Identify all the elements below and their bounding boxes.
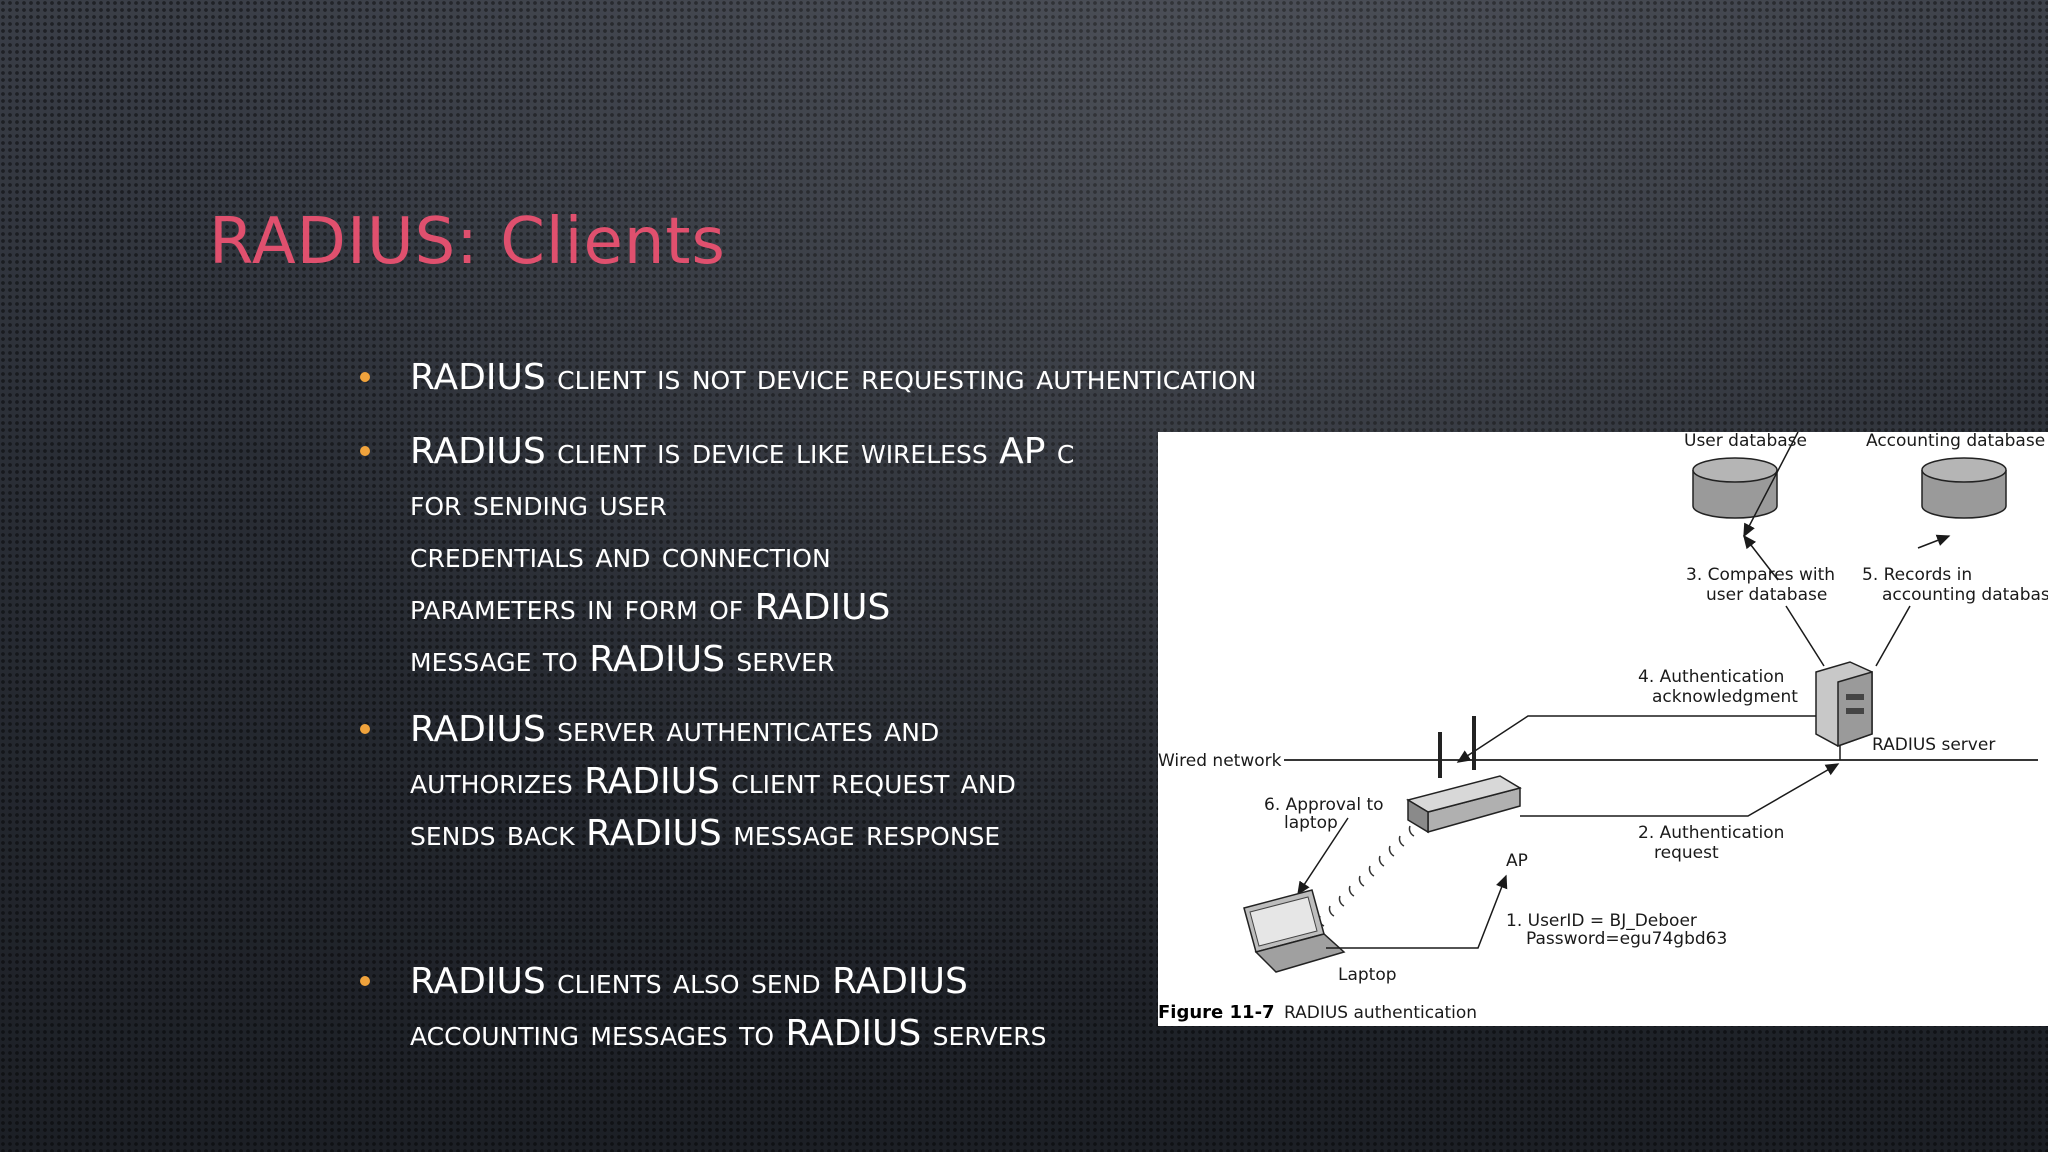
radius-server-label: RADIUS server xyxy=(1872,735,1995,755)
figure-caption-number: Figure 11-7 xyxy=(1158,1002,1275,1023)
radius-figure: User database Accounting database 3. Com… xyxy=(1158,432,2048,1026)
accounting-database-label: Accounting database xyxy=(1866,432,2045,451)
bullet-dot-icon xyxy=(360,976,370,986)
bullet-dot-icon xyxy=(360,372,370,382)
step1-label-2: Password=egu74gbd63 xyxy=(1526,929,1727,949)
user-database-icon xyxy=(1692,457,1778,519)
laptop-label: Laptop xyxy=(1338,965,1397,985)
bullet-text: RADIUS clients also send RADIUS accounti… xyxy=(410,961,1047,1054)
step6-label-1: 6. Approval to xyxy=(1264,795,1384,815)
step2-label-2: request xyxy=(1654,843,1719,863)
bullet-dot-icon xyxy=(360,446,370,456)
bullet-dot-icon xyxy=(360,724,370,734)
step3-label-2: user database xyxy=(1706,585,1827,605)
step5-label-2: accounting database xyxy=(1882,585,2048,605)
ap-label: AP xyxy=(1506,851,1528,871)
bullet-text: RADIUS server authenticates and authoriz… xyxy=(410,709,1016,854)
user-database-label: User database xyxy=(1684,432,1807,451)
slide-title: RADIUS: Clients xyxy=(209,205,726,279)
step1-label-1: 1. UserID = BJ_Deboer xyxy=(1506,911,1697,931)
step3-label-1: 3. Compares with xyxy=(1686,565,1835,585)
accounting-database-icon xyxy=(1921,457,2007,519)
figure-caption-text: RADIUS authentication xyxy=(1284,1003,1477,1023)
radius-diagram: User database Accounting database 3. Com… xyxy=(1158,432,2048,1023)
step6-label-2: laptop xyxy=(1284,813,1338,833)
step4-label-1: 4. Authentication xyxy=(1638,667,1784,687)
laptop-icon xyxy=(1243,889,1346,973)
step2-label-1: 2. Authentication xyxy=(1638,823,1784,843)
bullet-text: RADIUS client is device like wireless AP… xyxy=(410,431,1075,680)
step5-label-1: 5. Records in xyxy=(1862,565,1972,585)
radius-server-icon xyxy=(1815,661,1873,748)
wired-network-label: Wired network xyxy=(1158,751,1282,771)
step4-label-2: acknowledgment xyxy=(1652,687,1798,707)
ap-icon xyxy=(1406,716,1522,834)
bullet-text: RADIUS client is not device requesting a… xyxy=(410,357,1257,398)
